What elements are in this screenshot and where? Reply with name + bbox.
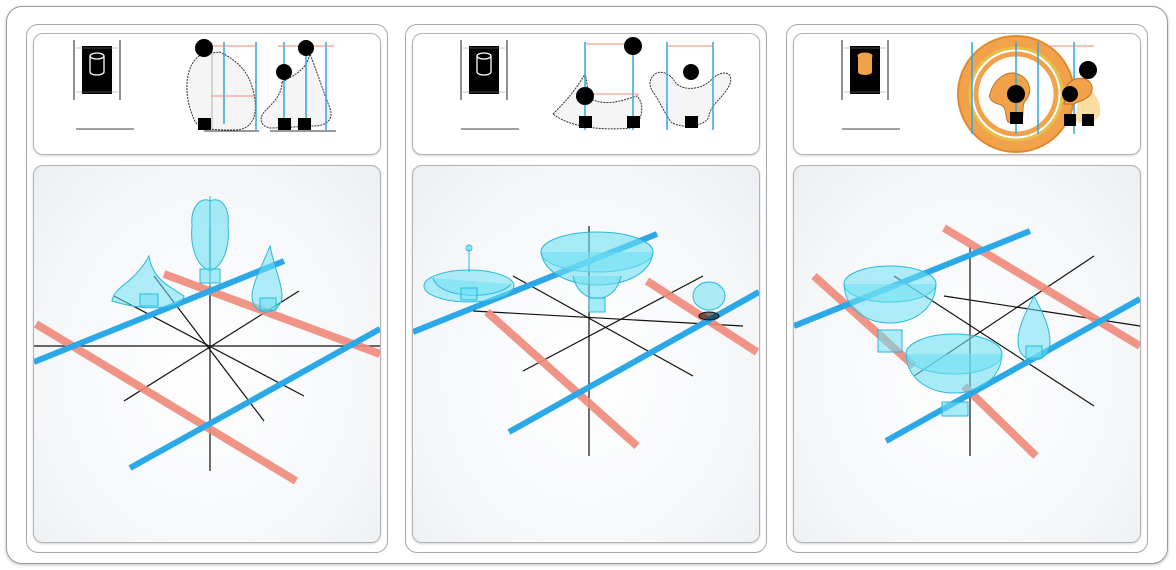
sketch-marker-dot bbox=[1007, 85, 1025, 103]
glass-vessel bbox=[112, 256, 184, 308]
cylinder-thumbnail bbox=[461, 40, 507, 100]
sketch-marker-square bbox=[627, 116, 640, 128]
profile-sketch-bowl bbox=[553, 37, 642, 130]
sketch-marker-dot bbox=[195, 39, 213, 57]
glass-vessel bbox=[424, 245, 514, 302]
glass-vessel bbox=[541, 232, 653, 312]
sketch-marker-square bbox=[579, 116, 592, 128]
sketch-card bbox=[412, 33, 760, 155]
panel-1 bbox=[26, 24, 388, 553]
blue-axis-lines bbox=[34, 261, 380, 468]
panel-2 bbox=[405, 24, 767, 553]
render-scene bbox=[412, 165, 760, 543]
glass-vessel bbox=[252, 246, 282, 312]
sketch-card bbox=[33, 33, 381, 155]
render-scene bbox=[793, 165, 1141, 543]
sketch-marker-dot bbox=[624, 37, 642, 55]
sketch-marker-square bbox=[278, 118, 291, 130]
profile-sketch-spire bbox=[261, 40, 336, 131]
sketch-marker-dot bbox=[576, 87, 594, 105]
cylinder-thumbnail bbox=[842, 40, 888, 100]
sketch-marker-square bbox=[198, 118, 211, 130]
red-axis-lines bbox=[36, 274, 380, 481]
glass-vessel bbox=[1018, 296, 1050, 360]
sketch-marker-square bbox=[685, 116, 698, 128]
sketch-marker-square bbox=[1082, 114, 1094, 126]
cylinder-thumbnail bbox=[74, 40, 120, 100]
sketch-marker-square bbox=[1010, 112, 1023, 124]
sketch-marker-dot bbox=[298, 40, 314, 56]
sketch-card bbox=[793, 33, 1141, 155]
sketch-marker-square bbox=[1064, 114, 1076, 126]
sketch-marker-square bbox=[298, 118, 311, 130]
profile-sketch-bell bbox=[187, 39, 259, 131]
render-scene bbox=[33, 165, 381, 543]
sketch-marker-dot bbox=[1079, 61, 1097, 79]
glass-vessel bbox=[192, 196, 229, 286]
panel-3 bbox=[786, 24, 1148, 553]
profile-sketch-cup bbox=[650, 42, 731, 130]
sketch-marker-dot bbox=[276, 64, 292, 80]
sketch-marker-dot bbox=[683, 64, 699, 80]
sketch-marker-dot bbox=[1062, 86, 1078, 102]
